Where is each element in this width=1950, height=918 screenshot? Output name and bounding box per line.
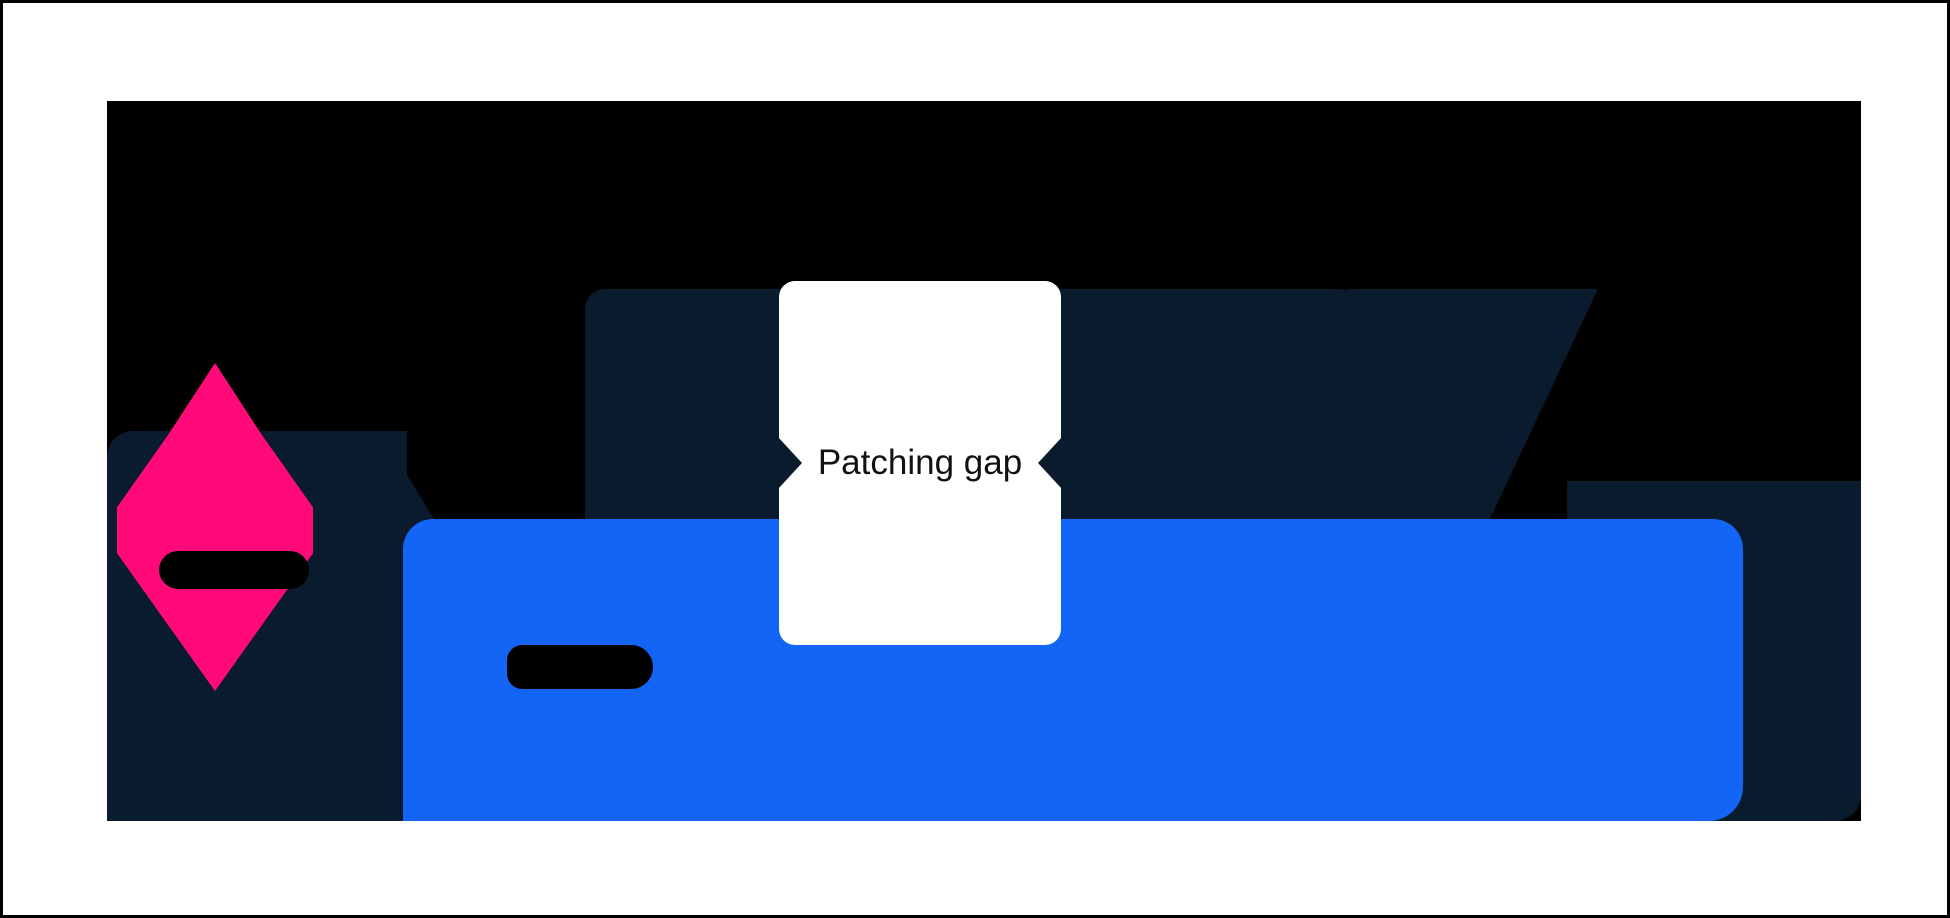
callout-right-notch-icon: [1038, 437, 1062, 489]
patching-gap-label: Patching gap: [817, 443, 1023, 482]
callout-left-notch-icon: [778, 437, 802, 489]
remediation-bar: [403, 519, 1743, 821]
remediation-bar-label-redacted: [507, 645, 653, 689]
patching-gap-callout: Patching gap: [778, 281, 1062, 645]
risk-marker: [117, 363, 313, 691]
risk-marker-diamond-icon: [117, 363, 313, 691]
chart-canvas: Patching gap: [107, 101, 1861, 821]
risk-marker-label-redacted: [159, 551, 309, 589]
